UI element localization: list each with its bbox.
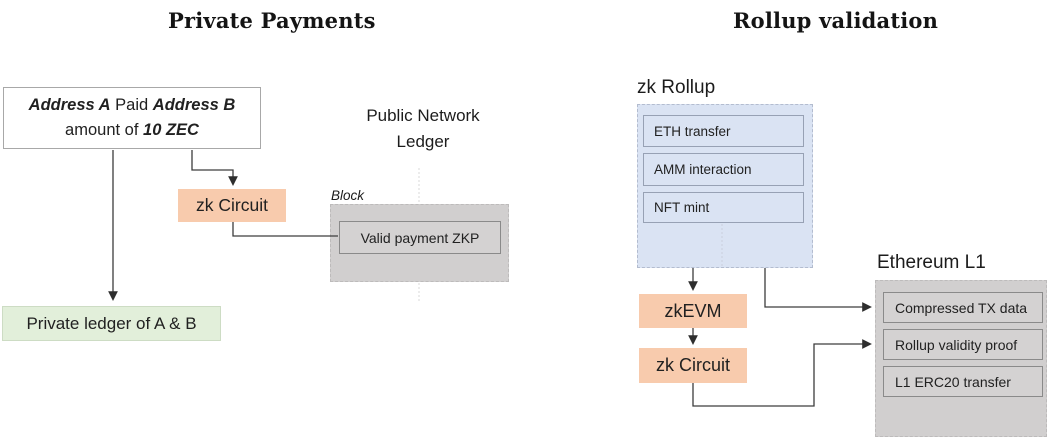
private-ledger-node: Private ledger of A & B [2,306,221,341]
address-b-text: Address B [152,96,236,114]
amount-of-text: amount of [65,121,144,139]
rollup-validity-proof-node: Rollup validity proof [883,329,1043,360]
payment-line-2: amount of 10 ZEC [65,118,199,143]
connector-rollup-to-compressed-tx [764,268,872,312]
paid-text: Paid [110,96,153,114]
valid-payment-zkp-node: Valid payment ZKP [339,221,501,254]
amm-interaction-node: AMM interaction [643,153,804,186]
private-payments-title: Private Payments [168,8,376,33]
eth-transfer-node: ETH transfer [643,115,804,147]
ledger-line: Ledger [396,132,450,151]
public-network-ledger-label: Public Network Ledger [348,103,498,155]
compressed-tx-data-node: Compressed TX data [883,292,1043,323]
zk-circuit-node-right: zk Circuit [639,348,747,383]
public-network-line: Public Network [366,106,480,125]
block-container: Valid payment ZKP [330,204,509,282]
block-label: Block [331,188,365,203]
zec-amount-text: 10 ZEC [143,121,199,139]
l1-erc20-transfer-node: L1 ERC20 transfer [883,366,1043,397]
connector-zkcircuit-to-zkp [232,222,338,237]
ethereum-l1-label: Ethereum L1 [877,252,986,273]
payment-transaction-box: Address A Paid Address B amount of 10 ZE… [3,87,261,149]
zk-circuit-node-left: zk Circuit [178,189,286,222]
payment-line-1: Address A Paid Address B [29,93,236,118]
address-a-text: Address A [28,96,111,114]
nft-mint-node: NFT mint [643,192,804,223]
zk-rollup-container: ETH transfer AMM interaction NFT mint [637,104,813,268]
zk-rollup-label: zk Rollup [637,77,716,98]
zkevm-node: zkEVM [639,294,747,328]
rollup-validation-title: Rollup validation [733,8,939,33]
ethereum-l1-container: Compressed TX data Rollup validity proof… [875,280,1047,437]
connector-tx-to-zkcircuit [191,150,238,186]
